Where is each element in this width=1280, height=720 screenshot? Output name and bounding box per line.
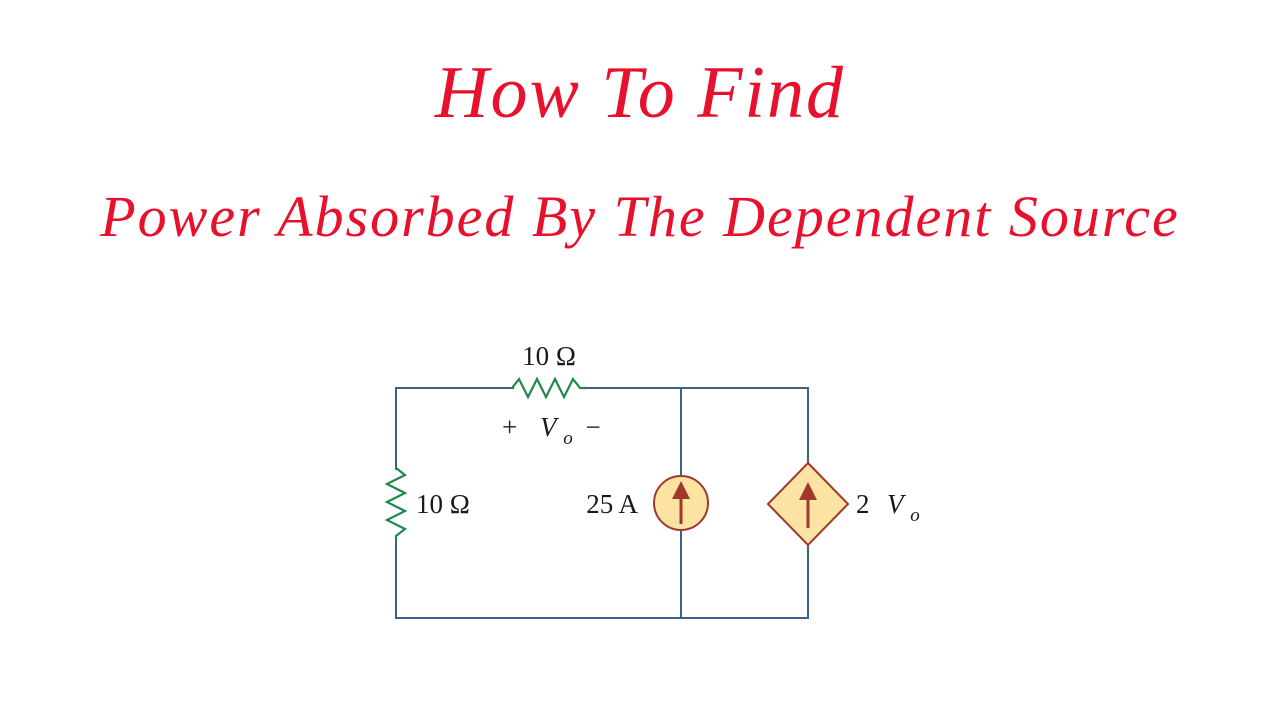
vo-variable: V (540, 412, 560, 442)
left-resistor-label: 10 Ω (416, 489, 470, 519)
current-source (653, 475, 709, 531)
wires (395, 387, 809, 619)
title-main: How To Find (435, 52, 845, 134)
title-subtitle: Power Absorbed By The Dependent Source (100, 184, 1180, 249)
wire-top-right (584, 387, 809, 463)
vo-polarity-label: + V o − (502, 412, 601, 450)
current-source-arrow-head (672, 481, 690, 499)
dependent-variable: V (887, 489, 907, 519)
vo-subscript: o (563, 428, 573, 449)
dependent-source (766, 461, 850, 547)
top-resistor-label: 10 Ω (522, 341, 576, 371)
left-resistor (384, 467, 408, 540)
top-resistor (511, 376, 586, 400)
dependent-coef: 2 (856, 489, 876, 519)
dependent-source-arrow-head (799, 482, 817, 500)
dependent-source-label: 2 V o (856, 489, 920, 526)
vo-plus-sign: + (502, 412, 517, 442)
dependent-subscript: o (910, 505, 920, 526)
wire-left-bottom (395, 538, 809, 619)
current-source-label: 25 A (586, 489, 638, 519)
vo-minus-sign: − (585, 412, 600, 442)
wire-top-left (395, 387, 514, 470)
